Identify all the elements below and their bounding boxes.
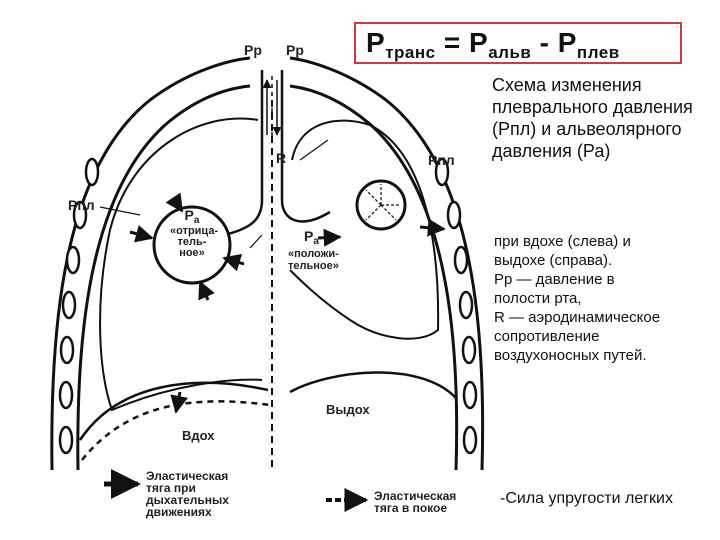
legend-rest-line2: тяга в покое [374,502,456,514]
legend-arrows [104,484,366,500]
force-label: -Сила упругости легких [500,490,673,508]
formula-p2: P [469,27,488,58]
rp-right-label: Рр [286,42,304,58]
description-line: воздухоносных путей. [494,346,714,365]
formula-p3: P [558,27,577,58]
pa-left-label: Ра «отрица- тель- ное» [170,210,214,259]
inhale-label: Вдох [182,428,215,443]
formula: Pтранс = Pальв - Pплев [366,27,620,59]
description-line: полости рта, [494,289,714,308]
description: при вдохе (слева) и выдохе (справа). Рр … [494,232,714,365]
pa-right-line1: «положи- [288,248,339,260]
lungs [100,118,438,410]
ribs [60,159,476,453]
formula-sub1: транс [385,43,435,62]
rpl-right-label: Рпл [428,152,455,168]
formula-box: Pтранс = Pальв - Pплев [354,22,682,64]
pa-left-line3: ное» [170,248,214,259]
caption: Схема изменения плеврального давления (Р… [492,74,712,162]
formula-minus: - [531,27,557,58]
description-line: выдохе (справа). [494,251,714,270]
formula-sub2: альв [488,43,531,62]
description-line: R — аэродинамическое [494,308,714,327]
formula-sub3: плев [577,43,620,62]
description-line: Рр — давление в [494,270,714,289]
formula-p1: P [366,27,385,58]
pa-right-main: Р [304,228,313,244]
legend-rest-label: Эластическая тяга в покое [374,490,456,514]
formula-eq: = [436,27,469,58]
diaphragm [80,372,456,460]
pa-right-line2: тельное» [288,260,339,272]
rp-left-label: Рр [244,42,262,58]
pa-left-main: Р [185,207,194,223]
legend-active-label: Эластическая тяга при дыхательных движен… [146,470,229,518]
description-line: сопротивление [494,327,714,346]
legend-active-line4: движениях [146,506,229,518]
pa-right-sub: а [313,236,319,247]
rpl-left-label: Рпл [68,197,95,213]
exhale-label: Выдох [326,402,370,417]
description-line: при вдохе (слева) и [494,232,714,251]
pa-right-label: Ра «положи- тельное» [304,230,339,272]
r-label: R [276,150,286,166]
